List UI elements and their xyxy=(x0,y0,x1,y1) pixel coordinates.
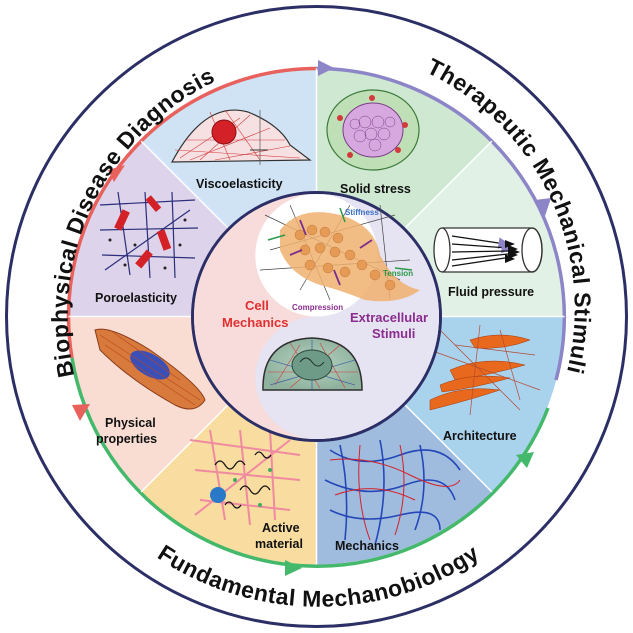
arrow-right-1 xyxy=(318,60,334,76)
arrow-bottom-2 xyxy=(516,452,534,468)
label-physical-line1: Physical xyxy=(105,416,156,430)
label-viscoelasticity: Viscoelasticity xyxy=(196,177,283,191)
arrow-left-1 xyxy=(108,165,125,182)
mechanics-illustration xyxy=(324,439,461,546)
arc-arrowheads xyxy=(72,60,551,576)
wedge-active-material xyxy=(141,404,317,565)
left-arc xyxy=(66,66,317,359)
label-tension: Tension xyxy=(383,269,413,278)
wedge-physical-properties xyxy=(68,316,229,492)
active-material-illustration xyxy=(189,429,301,526)
label-active-line2: material xyxy=(255,537,303,551)
label-architecture: Architecture xyxy=(443,429,517,443)
viscoelasticity-illustration xyxy=(170,109,312,165)
label-cell-line1: Cell xyxy=(245,298,269,313)
label-active-line1: Active xyxy=(262,521,300,535)
label-poroelasticity: Poroelasticity xyxy=(95,291,177,305)
label-ecm-line1: Extracellular xyxy=(350,310,428,325)
solid-stress-illustration xyxy=(326,89,420,171)
label-fluid-pressure: Fluid pressure xyxy=(448,285,534,299)
ecm-tumor-illustration xyxy=(259,204,420,302)
center-cell-illustration xyxy=(262,337,363,391)
fluid-pressure-illustration xyxy=(433,227,543,273)
label-stiffness: Stiffness xyxy=(345,208,379,217)
label-solid-stress: Solid stress xyxy=(340,182,411,196)
segment-dividers xyxy=(68,68,565,565)
physical-properties-illustration xyxy=(94,328,206,410)
arrow-left-2 xyxy=(72,404,90,421)
label-physical-line2: properties xyxy=(96,432,157,446)
arrow-bottom-1 xyxy=(285,560,302,576)
label-mechanics: Mechanics xyxy=(335,539,399,553)
architecture-illustration xyxy=(429,324,541,416)
label-cell-line2: Mechanics xyxy=(222,315,288,330)
right-arc xyxy=(316,66,567,381)
poroelasticity-illustration xyxy=(99,191,199,279)
label-ecm-line2: Stimuli xyxy=(372,326,415,341)
arrow-right-2 xyxy=(535,198,551,216)
label-compression: Compression xyxy=(292,303,343,312)
wedge-architecture xyxy=(404,316,565,492)
